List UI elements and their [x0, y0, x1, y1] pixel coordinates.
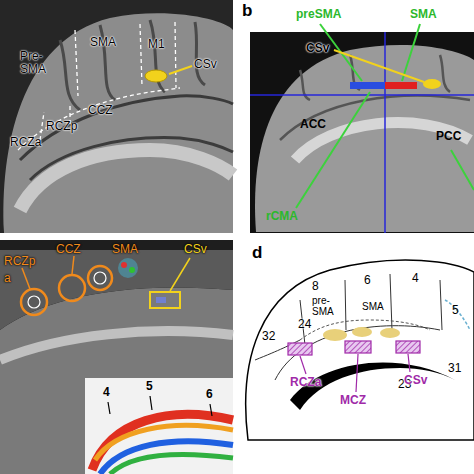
- illustration-part: [240, 240, 474, 474]
- region-label: SMA: [112, 243, 138, 256]
- illustration-part: [150, 396, 152, 410]
- region-label: CSv: [404, 374, 427, 387]
- region-label: SMA: [410, 8, 437, 21]
- illustration-part: [121, 262, 127, 268]
- illustration-part: [451, 150, 474, 190]
- area-number: 31: [448, 362, 461, 375]
- illustration-part: [0, 331, 233, 360]
- illustration-part: [85, 378, 233, 474]
- illustration-part: [108, 402, 110, 414]
- region-label: pre-SMA: [312, 296, 342, 317]
- area-number: 8: [312, 280, 319, 293]
- region-label: CSv: [194, 58, 217, 71]
- illustration-part: [345, 341, 371, 353]
- illustration-part: [250, 32, 474, 233]
- region-label: RCZp: [4, 255, 35, 268]
- region-label: SMA: [90, 36, 116, 49]
- area-number: 32: [262, 330, 275, 343]
- region-label: a: [4, 272, 11, 285]
- illustration-part: [0, 287, 233, 474]
- illustration-part: [4, 13, 233, 233]
- illustration-part: [396, 341, 420, 353]
- illustration-part: [290, 363, 455, 410]
- illustration-part: [88, 266, 112, 290]
- area-number: 4: [412, 272, 419, 285]
- illustration-part: [210, 404, 212, 416]
- illustration-part: [288, 343, 312, 355]
- illustration-part: [94, 272, 106, 284]
- illustration-part: [255, 45, 474, 232]
- illustration-part: [75, 22, 176, 96]
- illustration-part: [20, 150, 233, 210]
- region-label: M1: [148, 38, 165, 51]
- region-label: SMA: [362, 302, 384, 313]
- area-number: 5: [452, 304, 459, 317]
- region-label: RCZa: [10, 136, 41, 149]
- illustration-part: [118, 258, 138, 278]
- illustration-part: [350, 82, 385, 89]
- region-label: Pre-SMA: [20, 50, 54, 75]
- illustration-part: [352, 327, 372, 337]
- illustration-part: [129, 267, 135, 273]
- illustration-part: [156, 297, 166, 303]
- illustration-part: [169, 66, 192, 74]
- region-label: PCC: [436, 130, 461, 143]
- area-number: 6: [364, 274, 371, 287]
- area-number: 5: [146, 380, 153, 393]
- illustration-part: [380, 328, 400, 338]
- illustration-part: [246, 260, 474, 440]
- illustration-part: [100, 441, 233, 474]
- illustration-part: [300, 55, 450, 100]
- illustration-part: [255, 274, 442, 380]
- panel-letter: b: [242, 2, 252, 20]
- illustration-part: [20, 96, 233, 160]
- illustration-part: [445, 300, 470, 330]
- illustration-part: [300, 320, 430, 340]
- illustration-part: [110, 454, 233, 474]
- panel-letter: d: [252, 244, 262, 262]
- illustration-part: [0, 250, 233, 330]
- illustration-part: [402, 24, 420, 81]
- region-label: ACC: [300, 118, 326, 131]
- illustration-part: [0, 0, 233, 233]
- illustration-part: [21, 289, 47, 315]
- illustration-part: [145, 70, 167, 82]
- region-label: MCZ: [340, 394, 366, 407]
- area-number: 4: [103, 386, 110, 399]
- region-label: CCZ: [88, 104, 113, 117]
- illustration-part: [408, 354, 410, 372]
- illustration-part: [170, 258, 190, 291]
- illustration-part: [334, 50, 424, 82]
- region-label: CSv: [306, 42, 329, 55]
- illustration-part: [240, 0, 474, 233]
- illustration-part: [300, 356, 306, 374]
- illustration-part: [18, 88, 180, 150]
- region-label: CSv: [184, 243, 207, 256]
- region-label: preSMA: [296, 8, 341, 21]
- illustration-part: [356, 354, 358, 392]
- illustration-part: [0, 240, 233, 474]
- region-label: CCZ: [56, 243, 81, 256]
- region-label: rCMA: [266, 210, 298, 223]
- illustration-part: [384, 32, 386, 233]
- area-number: 6: [206, 388, 213, 401]
- illustration-part: [423, 79, 441, 89]
- illustration-part: [72, 256, 74, 274]
- illustration-part: [296, 92, 370, 208]
- region-label: RCZp: [46, 120, 77, 133]
- illustration-part: [385, 82, 417, 89]
- illustration-part: [323, 329, 347, 341]
- illustration-part: [59, 275, 85, 301]
- illustration-part: [22, 268, 30, 289]
- region-label: RCZa: [290, 376, 321, 389]
- illustration-part: [250, 94, 474, 96]
- illustration-part: [28, 296, 40, 308]
- illustration-part: [30, 138, 233, 180]
- illustration-part: [150, 292, 180, 308]
- area-number: 24: [298, 318, 311, 331]
